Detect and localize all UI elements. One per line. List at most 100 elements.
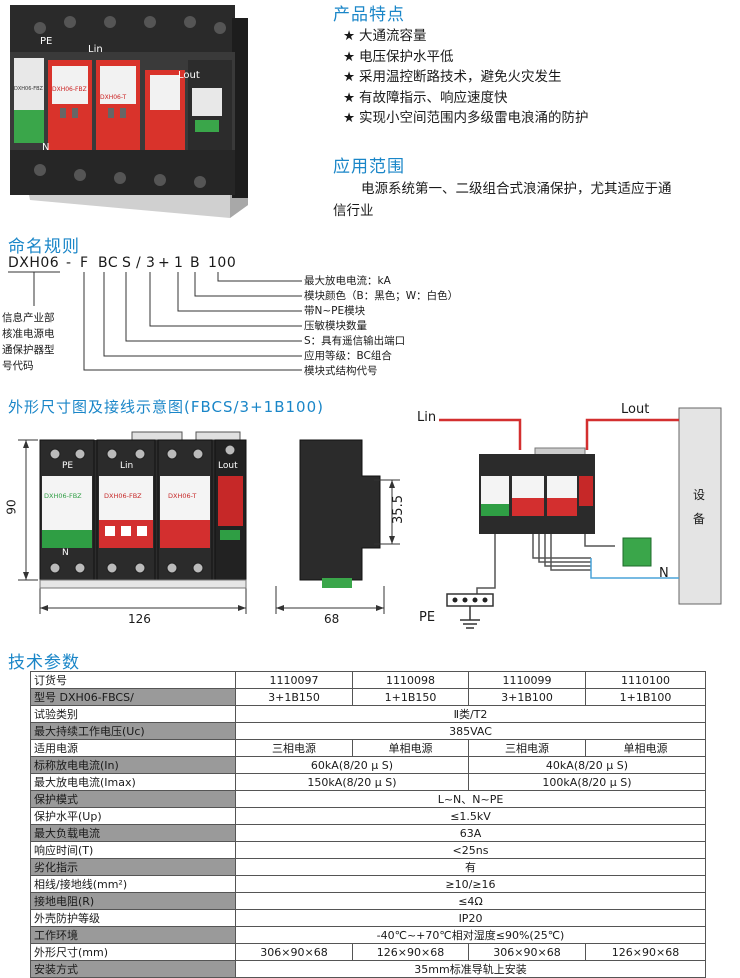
spec-label: 试验类别 [30,705,236,723]
table-row: 接地电阻(R)≤4Ω [30,892,706,910]
spec-cell: 63A [235,824,706,842]
spec-cell: 1+1B100 [585,688,706,706]
front-lout-label: Lout [218,461,238,471]
equipment-label-2: 备 [693,512,706,526]
spec-cell: 3+1B100 [468,688,586,706]
feature-item: ★采用温控断路技术，避免火灾发生 [343,67,733,88]
star-icon: ★ [343,110,356,126]
photo-n-label: N [42,142,50,153]
spec-label: 标称放电电流(In) [30,756,236,774]
wiring-diagram: Lin Lout N PE 设 备 [415,398,740,633]
photo-module3-label: DXH06-T [100,94,127,101]
spec-cell: 单相电源 [585,739,706,757]
front-module1-label: DXH06-FBZ [44,492,82,500]
front-view: 90 126 PE Lin Lout N DXH06-FBZ DXH06-FBZ… [0,418,270,628]
tech-title: 技术参数 [8,653,80,673]
spec-cell: 三相电源 [235,739,353,757]
spec-label: 接地电阻(R) [30,892,236,910]
table-row: 保护水平(Up)≤1.5kV [30,807,706,825]
star-icon: ★ [343,48,356,65]
spec-cell: Ⅱ类/T2 [235,705,706,723]
spec-cell: ≥10/≥16 [235,875,706,893]
spec-cell: 3+1B150 [235,688,353,706]
features-list: ★大通流容量 ★电压保护水平低 ★采用温控断路技术，避免火灾发生 ★有故障指示、… [343,26,733,129]
spec-cell: IP20 [235,909,706,927]
front-lin-label: Lin [120,461,134,471]
spec-label: 订货号 [30,671,236,689]
spec-label: 最大持续工作电压(Uc) [30,722,236,740]
spec-label: 最大负载电流 [30,824,236,842]
spec-cell: L~N、N~PE [235,790,706,808]
table-row: 工作环境-40℃~+70℃相对湿度≤90%(25℃) [30,926,706,944]
features-title: 产品特点 [333,5,405,25]
spec-label: 安装方式 [30,960,236,978]
photo-pe-label: PE [40,36,53,47]
spec-cell: -40℃~+70℃相对湿度≤90%(25℃) [235,926,706,944]
naming-left-label: 信息产业部 核准电源电 通保护器型 号代码 [2,312,55,372]
spec-cell: 306×90×68 [468,943,586,961]
star-icon: ★ [343,28,356,44]
front-n-label: N [62,548,69,558]
table-row: 最大放电电流(Imax)150kA(8/20 μ S)100kA(8/20 μ … [30,773,706,791]
spec-cell: 126×90×68 [352,943,469,961]
spec-cell: 1110098 [352,671,469,689]
photo-module1-label: DXH06-FBZ [14,86,43,92]
star-icon: ★ [343,69,356,85]
table-row: 相线/接地线(mm²)≥10/≥16 [30,875,706,893]
side-rail-label: 35.5 [390,495,406,524]
spec-cell: 100kA(8/20 μ S) [468,773,706,791]
wiring-n-label: N [659,566,669,581]
photo-lin-label: Lin [88,44,103,55]
spec-cell: 150kA(8/20 μ S) [235,773,469,791]
application-text: 电源系统第一、二级组合式浪涌保护，尤其适应于通 信行业 [333,181,672,219]
spec-label: 型号 DXH06-FBCS/ [30,688,236,706]
spec-cell: 单相电源 [352,739,469,757]
star-icon: ★ [343,89,356,106]
table-row: 最大持续工作电压(Uc)385VAC [30,722,706,740]
side-depth-label: 68 [324,612,340,626]
equipment-label-1: 设 [693,488,706,502]
application-title: 应用范围 [333,157,405,177]
side-view: 68 35.5 [272,418,417,628]
photo-module2-label: DXH06-FBZ [52,86,87,93]
spec-cell: 306×90×68 [235,943,353,961]
product-photo: PE Lin Lout N DXH06-FBZ DXH06-FBZ DXH06-… [0,0,255,225]
feature-item: ★电压保护水平低 [343,47,733,68]
table-row: 适用电源三相电源单相电源三相电源单相电源 [30,739,706,757]
naming-leader-lines [8,271,302,371]
spec-cell: <25ns [235,841,706,859]
spec-cell: ≤1.5kV [235,807,706,825]
spec-label: 保护模式 [30,790,236,808]
feature-item: ★有故障指示、响应速度快 [343,88,733,109]
spec-cell: ≤4Ω [235,892,706,910]
spec-label: 保护水平(Up) [30,807,236,825]
table-row: 劣化指示有 [30,858,706,876]
spec-label: 最大放电电流(Imax) [30,773,236,791]
spec-cell: 有 [235,858,706,876]
spec-label: 劣化指示 [30,858,236,876]
spec-cell: 126×90×68 [585,943,706,961]
spec-cell: 385VAC [235,722,706,740]
front-height-label: 90 [4,499,19,515]
naming-title: 命名规则 [8,237,80,257]
front-width-label: 126 [128,612,151,626]
front-pe-label: PE [62,461,74,471]
spec-label: 工作环境 [30,926,236,944]
spec-cell: 三相电源 [468,739,586,757]
table-row: 响应时间(T)<25ns [30,841,706,859]
wiring-lin-label: Lin [417,410,437,425]
photo-lout-label: Lout [178,70,200,81]
front-module2-label: DXH06-FBZ [104,492,142,500]
naming-labels: 最大放电电流：kA 模块颜色（B：黑色；W：白色） 带N~PE模块 压敏模块数量… [304,275,459,377]
table-row: 标称放电电流(In)60kA(8/20 μ S)40kA(8/20 μ S) [30,756,706,774]
spec-label: 适用电源 [30,739,236,757]
